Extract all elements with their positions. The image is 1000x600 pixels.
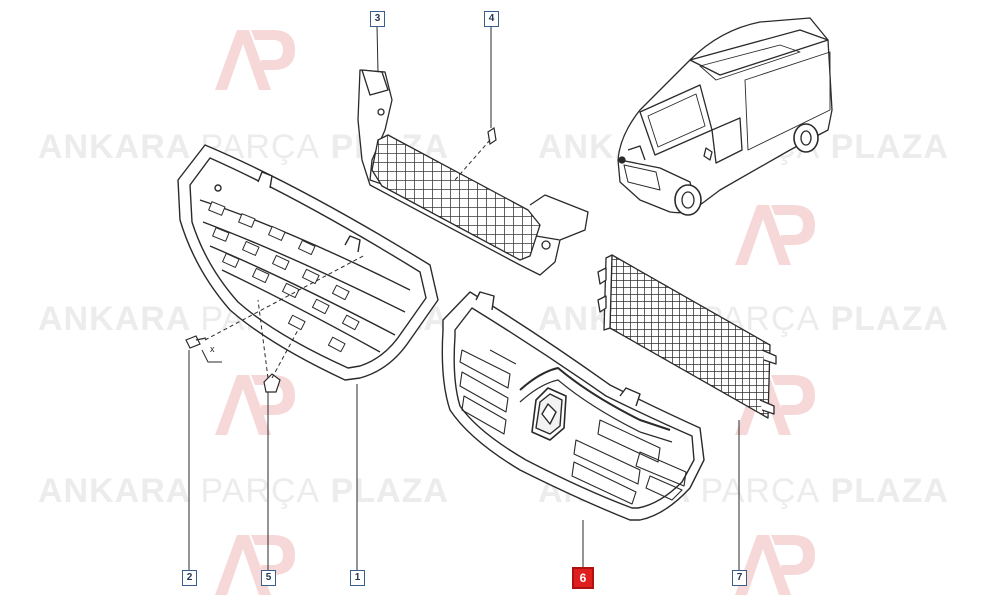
part-2-screw [185, 335, 207, 349]
part-5-fastener [263, 373, 281, 393]
watermark-text: ANKARA PARÇA PLAZA [38, 472, 449, 510]
leader-lines [188, 25, 740, 570]
watermark-text: ANKARA PARÇA PLAZA [38, 128, 448, 166]
axis-x-label: x [210, 344, 215, 354]
part-3-mesh-grille [357, 69, 589, 276]
callout-5[interactable]: 5 [261, 570, 276, 586]
callout-3[interactable]: 3 [370, 11, 385, 27]
callout-2[interactable]: 2 [182, 570, 197, 586]
callout-6-highlighted[interactable]: 6 [572, 567, 594, 589]
callout-7[interactable]: 7 [732, 570, 747, 586]
callout-1[interactable]: 1 [350, 570, 365, 586]
van-illustration [617, 17, 833, 216]
part-6-front-grille [441, 291, 705, 521]
part-1-grille-frame [177, 144, 439, 381]
part-7-mesh-insert [597, 254, 777, 419]
callout-4[interactable]: 4 [484, 11, 499, 27]
